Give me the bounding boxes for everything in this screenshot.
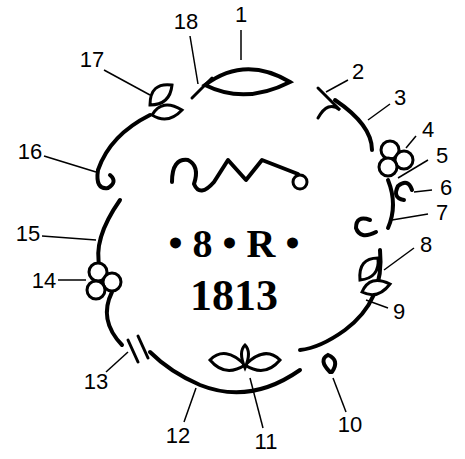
callout-number: 2: [352, 61, 364, 83]
ornaments: [87, 85, 413, 371]
callout-number: 18: [174, 11, 198, 33]
callout-number: 7: [436, 202, 448, 224]
callout-number: 13: [84, 371, 108, 393]
callout-number: 8: [420, 234, 432, 256]
leader-lines: [42, 30, 432, 428]
callout-number: 5: [436, 145, 448, 167]
inscription: • 8 • R •: [169, 224, 300, 264]
callout-number: 12: [166, 425, 190, 447]
callout-number: 4: [422, 119, 434, 141]
callout-number: 3: [394, 87, 406, 109]
wreath: [97, 69, 412, 392]
callout-number: 14: [32, 270, 56, 292]
callout-number: 10: [338, 414, 362, 436]
callout-number: 16: [18, 141, 42, 163]
callout-number: 11: [255, 431, 278, 453]
callout-number: 17: [80, 49, 104, 71]
monogram: [172, 160, 307, 191]
callout-number: 9: [393, 301, 405, 323]
inscription: 1813: [190, 274, 278, 318]
callout-number: 1: [235, 4, 247, 26]
callout-number: 15: [16, 223, 40, 245]
callout-number: 6: [440, 177, 452, 199]
